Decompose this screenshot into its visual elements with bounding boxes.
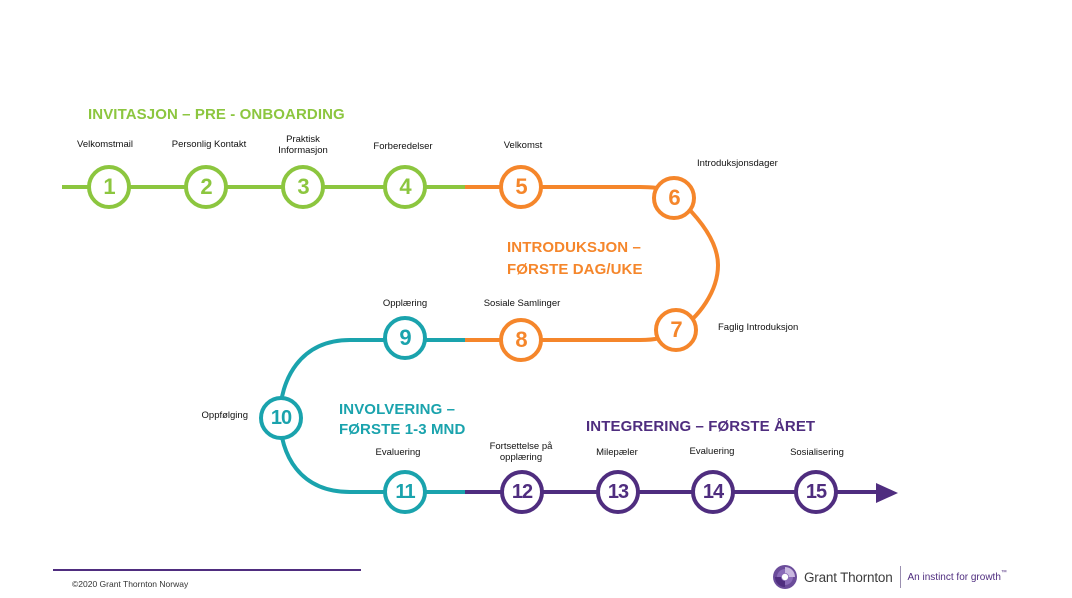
phase-title-introduksjon-line2: FØRSTE DAG/UKE (507, 261, 643, 278)
grant-thornton-mark-icon (773, 565, 797, 589)
arrow-head-icon (876, 483, 898, 503)
step-circle-10: 10 (259, 396, 303, 440)
step-label-14: Evaluering (689, 446, 735, 457)
step-label-1: Velkomstmail (77, 139, 133, 150)
step-label-10: Oppfølging (201, 410, 248, 421)
step-label-12-line1: Fortsettelse på (489, 441, 553, 452)
step-label-3-line1: Praktisk (286, 134, 320, 145)
step-circle-7: 7 (654, 308, 698, 352)
phase-title-involvering-line1: INVOLVERING – (339, 401, 456, 418)
step-circle-9: 9 (383, 316, 427, 360)
step-label-15: Sosialisering (790, 447, 844, 458)
step-label-13: Milepæler (596, 447, 638, 458)
phase-title-involvering: INVOLVERING – FØRSTE 1-3 MND (339, 400, 465, 440)
phase-title-introduksjon: INTRODUKSJON – FØRSTE DAG/UKE (507, 237, 643, 281)
step-label-11: Evaluering (375, 447, 421, 458)
footer-copyright: ©2020 Grant Thornton Norway (72, 579, 189, 589)
step-circle-8: 8 (499, 318, 543, 362)
phase-title-integrering: INTEGRERING – FØRSTE ÅRET (586, 418, 816, 435)
phase-title-invitasjon: INVITASJON – PRE - ONBOARDING (88, 106, 345, 123)
step-circle-1: 1 (87, 165, 131, 209)
step-circle-15: 15 (794, 470, 838, 514)
step-label-3: Praktisk Informasjon (278, 134, 328, 156)
step-label-9: Opplæring (382, 298, 428, 309)
logo-name: Grant Thornton (804, 569, 893, 585)
phase-title-involvering-line2: FØRSTE 1-3 MND (339, 421, 466, 438)
logo-divider (899, 566, 901, 588)
step-circle-4: 4 (383, 165, 427, 209)
grant-thornton-logo: Grant Thornton An instinct for growth ™ (772, 563, 1007, 591)
footer-divider (53, 569, 361, 571)
step-circle-14: 14 (691, 470, 735, 514)
step-circle-5: 5 (499, 165, 543, 209)
step-label-12: Fortsettelse på opplæring (490, 441, 553, 463)
step-label-3-line2: Informasjon (278, 145, 328, 156)
step-circle-3: 3 (281, 165, 325, 209)
logo-trademark: ™ (1000, 570, 1007, 576)
step-circle-6: 6 (652, 176, 696, 220)
step-circle-11: 11 (383, 470, 427, 514)
step-label-4: Forberedelser (373, 141, 433, 152)
step-label-7: Faglig Introduksjon (718, 322, 799, 333)
step-circle-13: 13 (596, 470, 640, 514)
step-label-6: Introduksjonsdager (697, 158, 778, 169)
step-label-2: Personlig Kontakt (171, 139, 247, 150)
step-label-12-line2: opplæring (499, 452, 543, 463)
phase-title-introduksjon-line1: INTRODUKSJON – (507, 239, 641, 256)
step-circle-2: 2 (184, 165, 228, 209)
step-label-5: Velkomst (503, 140, 543, 151)
step-circle-12: 12 (500, 470, 544, 514)
logo-tagline: An instinct for growth (907, 571, 1001, 583)
step-label-8: Sosiale Samlinger (483, 298, 561, 309)
